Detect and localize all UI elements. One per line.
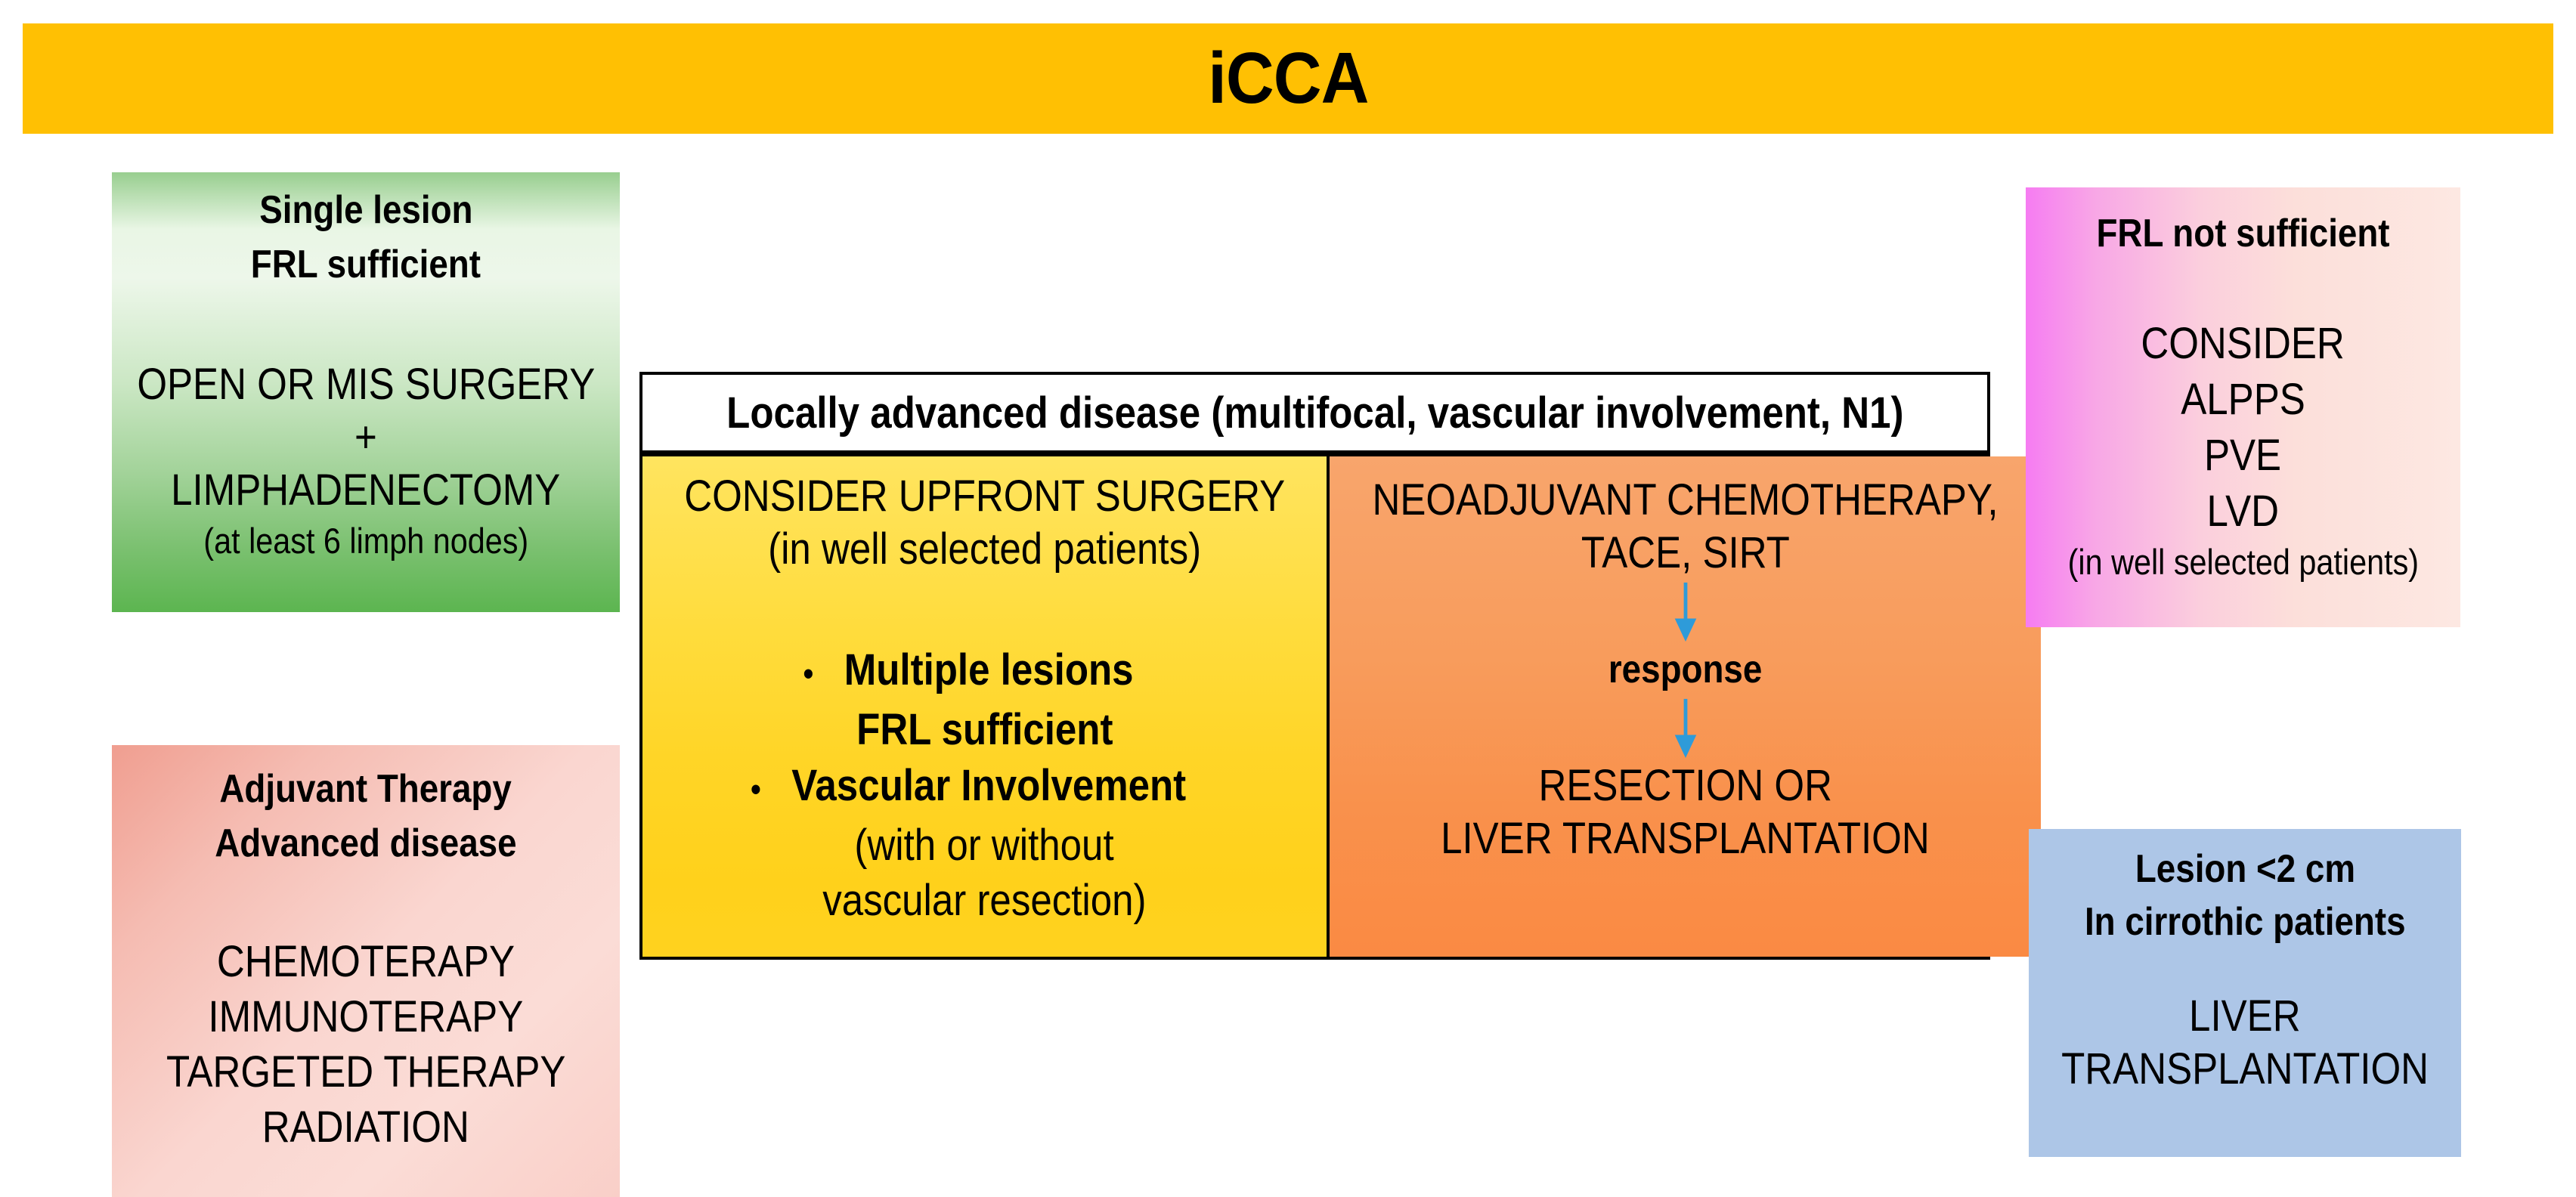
upfront-bullet2-text: Vascular Involvement [791,761,1187,810]
small-lesion-header-line1: Lesion <2 cm [2135,847,2355,891]
small-lesion-header-line2: In cirrothic patients [2084,900,2406,944]
neoadjuvant-line2: TACE, SIRT [1581,528,1790,577]
frl-header: FRL not sufficient [2096,212,2390,255]
plus-sign: + [355,413,377,462]
neoadjuvant-line1: NEOADJUVANT CHEMOTHERAPY, [1372,475,1999,524]
adjuvant-therapy-line2: IMMUNOTERAPY [208,992,524,1041]
adjuvant-therapy-line4: RADIATION [262,1103,470,1152]
upfront-surgery-box: CONSIDER UPFRONT SURGERY (in well select… [642,456,1330,957]
frl-option-line1: CONSIDER [2141,319,2345,368]
upfront-note-line2: vascular resection) [822,876,1147,925]
bullet-icon: • [803,655,814,692]
locally-advanced-columns: CONSIDER UPFRONT SURGERY (in well select… [639,453,2042,960]
locally-advanced-section: Locally advanced disease (multifocal, va… [639,372,2042,960]
upfront-line2: (in well selected patients) [767,524,1202,574]
frl-note: (in well selected patients) [2067,542,2419,582]
frl-option-line4: LVD [2206,487,2280,536]
adjuvant-therapy-box: Adjuvant Therapy Advanced disease CHEMOT… [112,745,620,1197]
adjuvant-therapy-line1: CHEMOTERAPY [216,937,516,986]
neoadjuvant-box: NEOADJUVANT CHEMOTHERAPY, TACE, SIRT res… [1330,456,2042,957]
single-lesion-header-line2: FRL sufficient [250,243,481,286]
down-arrow-icon [1672,697,1699,758]
single-lesion-box: Single lesion FRL sufficient OPEN OR MIS… [112,172,620,612]
upfront-note-line1: (with or without [854,821,1115,870]
adjuvant-header-line2: Advanced disease [215,821,517,865]
single-lesion-note: (at least 6 limph nodes) [203,521,528,561]
upfront-bullet1: • Multiple lesions [803,642,1134,702]
title-banner: iCCA [23,23,2553,134]
frl-not-sufficient-box: FRL not sufficient CONSIDER ALPPS PVE LV… [2026,187,2460,627]
response-label: response [1608,648,1763,691]
frl-option-line2: ALPPS [2181,375,2305,424]
upfront-bullet1-text: Multiple lesions [844,645,1134,694]
adjuvant-header-line1: Adjuvant Therapy [219,767,512,811]
single-lesion-treatment-line1: OPEN OR MIS SURGERY [137,360,595,409]
adjuvant-therapy-line3: TARGETED THERAPY [166,1047,566,1096]
small-lesion-box: Lesion <2 cm In cirrothic patients LIVER… [2029,829,2461,1157]
neoadjuvant-line3: RESECTION OR [1538,761,1832,810]
upfront-bullet2: • Vascular Involvement [751,758,1186,818]
bullet-icon: • [751,771,761,808]
page-title: iCCA [1207,38,1369,119]
single-lesion-header-line1: Single lesion [259,188,473,232]
locally-advanced-header: Locally advanced disease (multifocal, va… [639,372,1990,453]
upfront-bullet1-subline: FRL sufficient [856,705,1113,754]
locally-advanced-header-text: Locally advanced disease (multifocal, va… [726,388,1904,438]
neoadjuvant-line4: LIVER TRANSPLANTATION [1441,814,1930,863]
small-lesion-treatment-line2: TRANSPLANTATION [2061,1044,2429,1093]
upfront-line1: CONSIDER UPFRONT SURGERY [683,472,1285,521]
small-lesion-treatment-line1: LIVER [2189,991,2301,1041]
single-lesion-treatment-line2: LIMPHADENECTOMY [171,466,561,515]
down-arrow-icon [1672,581,1699,642]
frl-option-line3: PVE [2204,431,2282,480]
